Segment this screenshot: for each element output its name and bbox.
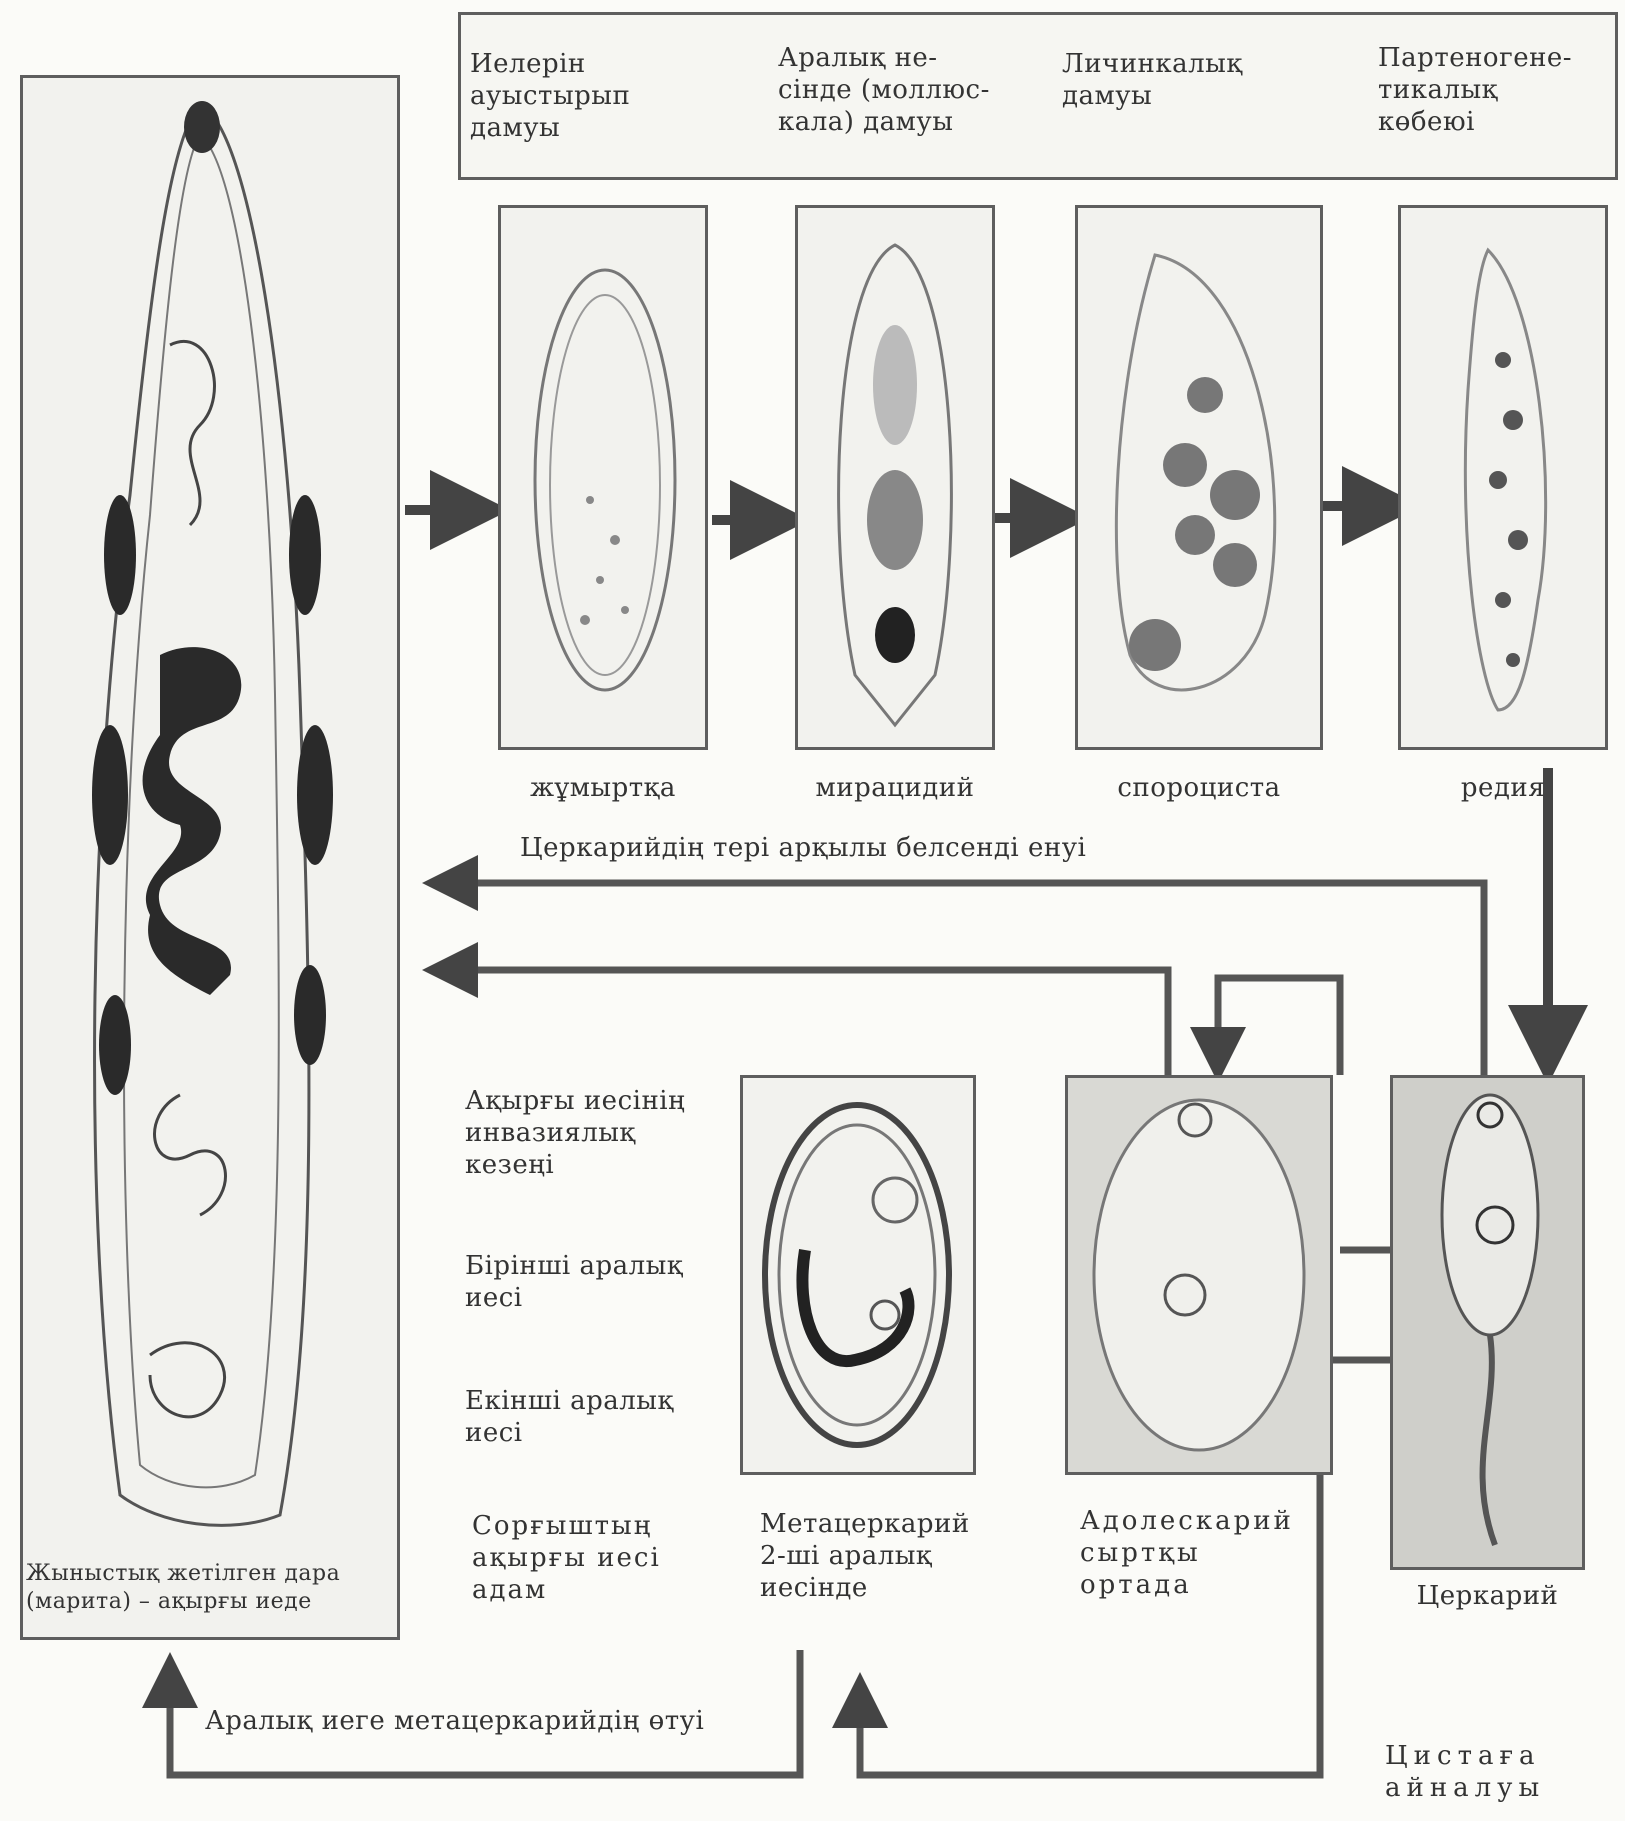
adult-fluke-illustration [50, 95, 370, 1545]
header-col-1: Иелерін ауыстырып дамуы [470, 48, 630, 144]
legend-first-host: Бірінші аралық иесі [465, 1250, 683, 1314]
metacercaria-illustration [755, 1090, 960, 1460]
adolescaria-illustration [1080, 1090, 1318, 1460]
legend-second-host: Екінші аралық иесі [465, 1385, 674, 1449]
metacercaria-label: Метацеркарий 2-ші аралық иесінде [760, 1508, 970, 1604]
redia-label: редия [1398, 772, 1608, 804]
cercaria-illustration [1405, 1085, 1570, 1560]
skin-entry-label: Церкарийдің тері арқылы белсенді енуі [520, 832, 1086, 864]
cercaria-label: Церкарий [1390, 1580, 1585, 1612]
header-col-3: Личинкалық дамуы [1062, 48, 1243, 112]
legend-invasive: Ақырғы иесінің инвазиялық кезеңі [465, 1085, 685, 1181]
adult-label: Жыныстық жетілген дара (марита) – ақырғы… [26, 1560, 398, 1616]
sporocyst-illustration [1095, 235, 1305, 715]
egg-illustration [520, 240, 690, 720]
egg-label: жұмыртқа [498, 772, 708, 804]
header-col-4: Партеногене- тикалық көбеюі [1378, 42, 1572, 138]
adolescaria-label: Адолескарий сыртқы ортада [1080, 1505, 1294, 1601]
miracidium-illustration [815, 235, 975, 735]
cyst-label: Цистаға айналуы [1385, 1740, 1545, 1804]
header-col-2: Аралық не- сінде (моллюс- кала) дамуы [778, 42, 990, 138]
transfer-label: Аралық иеге метацеркарийдің өтуі [205, 1705, 704, 1737]
redia-illustration [1418, 240, 1588, 720]
miracidium-label: мирацидий [795, 772, 995, 804]
sucker-host-label: Сорғыштың ақырғы иесі адам [472, 1510, 661, 1606]
sporocyst-label: спороциста [1075, 772, 1323, 804]
